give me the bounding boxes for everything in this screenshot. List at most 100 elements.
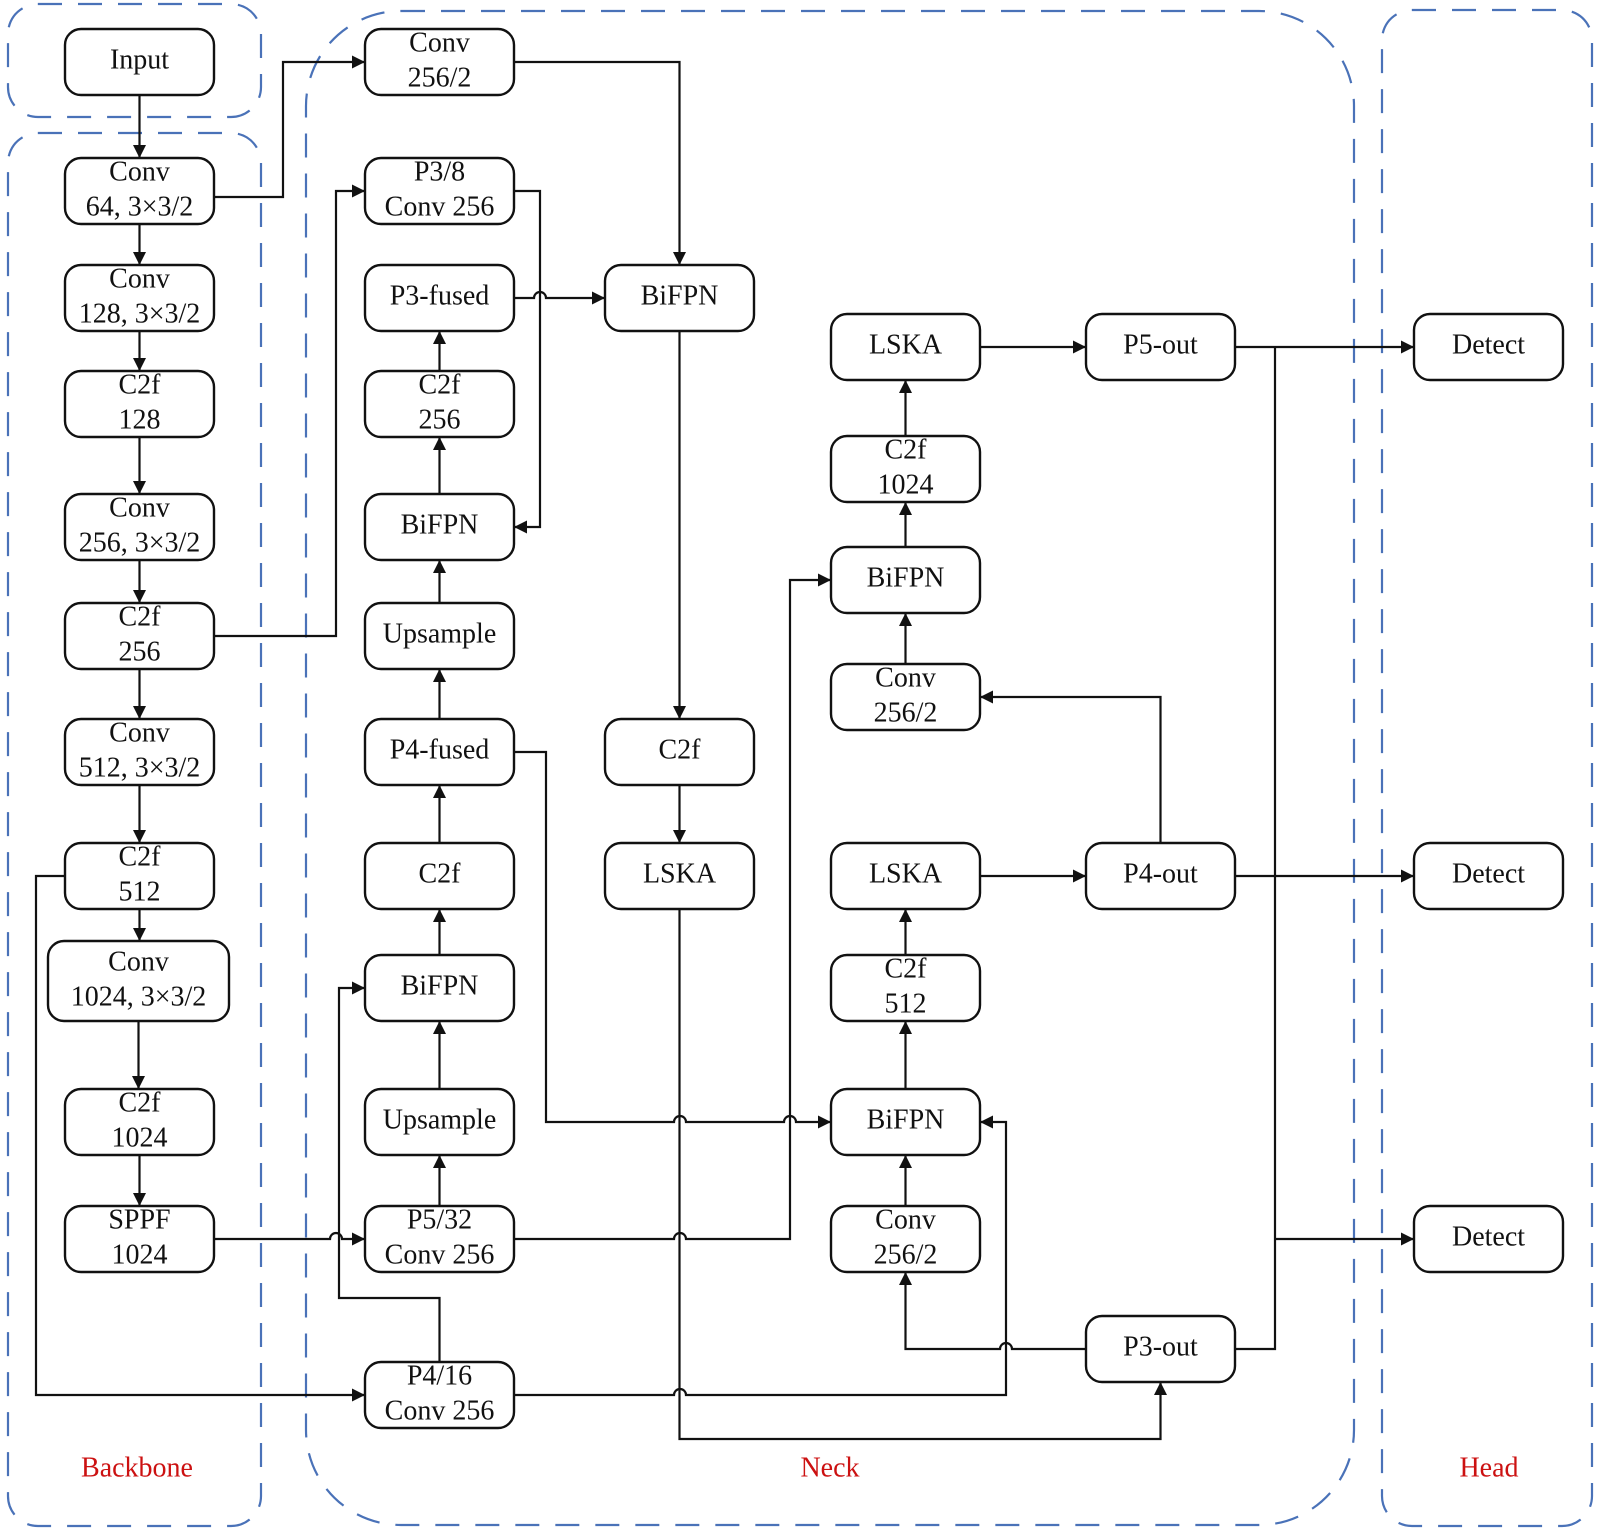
edge-lska-to-p3out	[678, 909, 1167, 1441]
edge-conv64-to-neck-conv	[214, 55, 365, 199]
node-label: Conv	[109, 156, 170, 187]
node-label: Input	[110, 44, 169, 75]
node-label: 512	[119, 876, 161, 907]
node-label: C2f	[119, 1087, 162, 1118]
node-box	[363, 841, 516, 911]
node-label: C2f	[119, 601, 162, 632]
node-box	[1084, 1314, 1237, 1384]
node-box	[1412, 841, 1565, 911]
node-label: 256/2	[874, 697, 938, 728]
node-n-bifpn-d: BiFPN	[829, 545, 982, 615]
edge-conv-top-to-bifpn	[514, 60, 686, 265]
node-n-upsample-a: Upsample	[363, 601, 516, 671]
node-n-lska-a: LSKA	[603, 841, 756, 911]
node-label: 256	[119, 636, 161, 667]
node-label: BiFPN	[867, 562, 945, 593]
node-b-sppf: SPPF 1024	[63, 1204, 216, 1274]
node-box	[363, 369, 516, 439]
node-label: P3-fused	[390, 280, 490, 311]
node-label: 64, 3×3/2	[86, 191, 194, 222]
node-label: 256, 3×3/2	[79, 527, 201, 558]
node-box	[1084, 841, 1237, 911]
node-n-bifpn-b: BiFPN	[363, 953, 516, 1023]
input-region	[6, 2, 263, 119]
node-box	[363, 1087, 516, 1157]
edge-p3fused-to-bifpn	[514, 290, 605, 305]
neck-label: Neck	[800, 1452, 859, 1483]
node-box	[1084, 312, 1237, 382]
node-h-detect1: Detect	[1412, 312, 1565, 382]
edge-sppf-to-p5-32	[214, 1231, 365, 1246]
head-region	[1380, 8, 1594, 1528]
node-label: Conv 256	[385, 1239, 495, 1270]
node-label: 1024	[112, 1239, 168, 1270]
node-n-p4out: P4-out	[1084, 841, 1237, 911]
node-label: Conv	[875, 662, 936, 693]
node-n-p3fused: P3-fused	[363, 263, 516, 333]
node-box	[603, 841, 756, 911]
node-label: Conv	[108, 946, 169, 977]
node-label: LSKA	[869, 858, 943, 889]
node-box	[829, 662, 982, 732]
edges-layer	[34, 55, 1414, 1441]
node-label: Upsample	[383, 1104, 497, 1135]
node-n-lska-mid: LSKA	[829, 841, 982, 911]
node-label: 512, 3×3/2	[79, 752, 201, 783]
node-label: Conv 256	[385, 191, 495, 222]
node-label: Conv	[109, 492, 170, 523]
node-label: Detect	[1452, 858, 1525, 889]
regions-layer	[6, 2, 1594, 1528]
edge-c2f256-to-p3-8	[214, 184, 365, 638]
node-n-conv256-mid: Conv 256/2	[829, 662, 982, 732]
edge-p4-16-to-bifpn	[337, 981, 441, 1362]
node-label: LSKA	[869, 329, 943, 360]
node-box	[363, 1360, 516, 1430]
node-b-conv64: Conv 64, 3×3/2	[63, 156, 216, 226]
node-label: Conv	[109, 263, 170, 294]
edge-p4fused-to-bifpn	[514, 750, 831, 1129]
node-box	[63, 156, 216, 226]
node-label: Detect	[1452, 1221, 1525, 1252]
node-n-bifpn-c: BiFPN	[603, 263, 756, 333]
node-box	[363, 27, 516, 97]
backbone-region	[6, 131, 263, 1528]
node-n-p4fused: P4-fused	[363, 717, 516, 787]
node-label: C2f	[885, 434, 928, 465]
node-n-lska-top: LSKA	[829, 312, 982, 382]
edge-p4-16-to-bifpn-e	[514, 1115, 1008, 1397]
node-label: P4-out	[1123, 858, 1198, 889]
node-label: SPPF	[108, 1204, 170, 1235]
node-label: Upsample	[383, 618, 497, 649]
node-n-p3out: P3-out	[1084, 1314, 1237, 1384]
edge-p3out-to-conv	[899, 1272, 1086, 1351]
node-n-bifpn-a: BiFPN	[363, 492, 516, 562]
node-label: P3/8	[414, 156, 465, 187]
node-label: Detect	[1452, 329, 1525, 360]
node-label: C2f	[419, 369, 462, 400]
node-label: P5/32	[407, 1204, 472, 1235]
node-box	[363, 1204, 516, 1274]
node-box	[363, 492, 516, 562]
node-box	[829, 953, 982, 1023]
node-box	[363, 263, 516, 333]
node-label: 1024	[112, 1122, 168, 1153]
node-label: C2f	[119, 369, 162, 400]
backbone-label: Backbone	[81, 1452, 193, 1483]
node-label: P3-out	[1123, 1331, 1198, 1362]
node-label: C2f	[419, 858, 462, 889]
node-label: BiFPN	[401, 970, 479, 1001]
node-n-bifpn-e: BiFPN	[829, 1087, 982, 1157]
node-box	[829, 545, 982, 615]
node-box	[1412, 1204, 1565, 1274]
node-box	[829, 434, 982, 504]
node-box	[63, 841, 216, 911]
labels-layer: Backbone Neck Head	[81, 1452, 1519, 1483]
